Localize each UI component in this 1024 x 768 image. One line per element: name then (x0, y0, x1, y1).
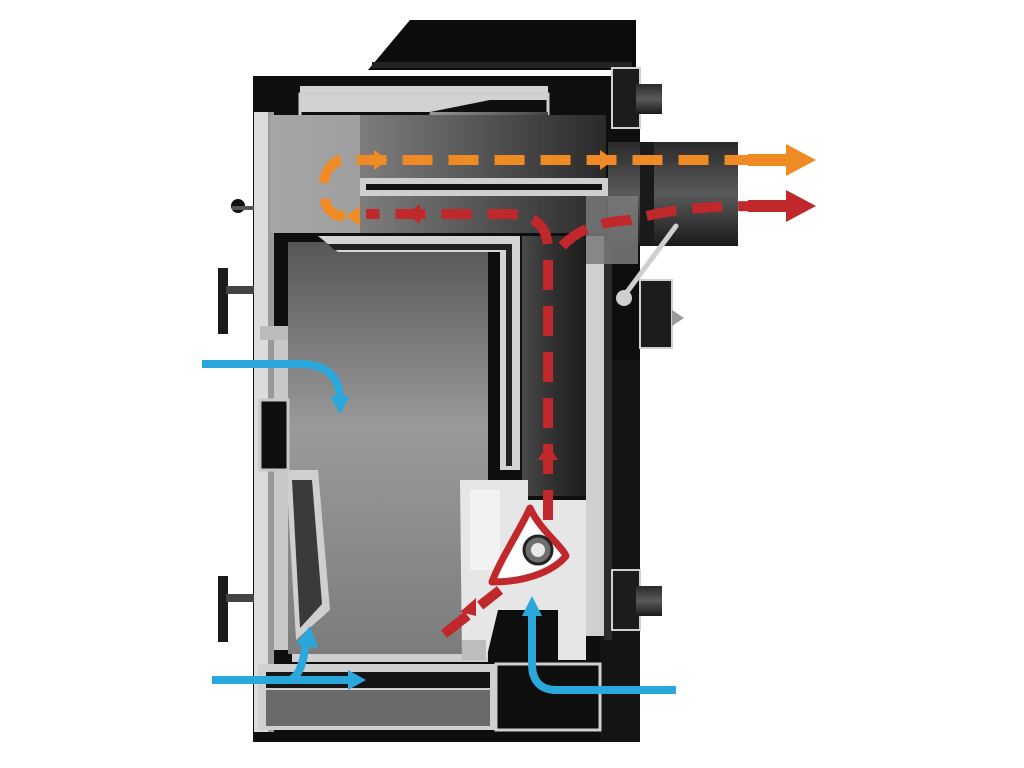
right-insulation-wall (586, 236, 604, 636)
vertical-flue-shaft (522, 236, 588, 496)
lower-side-pipe (636, 586, 662, 616)
flue-gas-primary-arrow-out (786, 144, 816, 176)
hopper-lid (368, 20, 636, 70)
hopper-lid-gap (372, 62, 632, 68)
right-inner-wall (604, 240, 612, 640)
flue-gas-secondary-arrow-out (786, 190, 816, 222)
flue-gas-primary-arrow-left (346, 206, 360, 226)
burner-block-shadow (462, 640, 486, 660)
flue-gas-primary-path (318, 155, 760, 221)
door-handle-icon (218, 199, 254, 642)
fan-icon (488, 504, 570, 586)
middle-baffle-dark (366, 184, 602, 190)
upper-side-fitting (611, 67, 641, 129)
left-wall-detail (260, 326, 288, 340)
flue-gas-secondary-arrow-up (538, 444, 558, 460)
flue-gas-secondary-arrow-left (406, 204, 420, 224)
flue-pipe-upper-junction (586, 196, 638, 264)
boiler-body (218, 20, 738, 742)
bottom-right-base (494, 662, 602, 732)
flue-gas-secondary-out-stem (748, 200, 790, 212)
burner-block-slot (470, 490, 500, 570)
left-wall-inner (274, 330, 288, 650)
air-inlet-lower-flow (212, 626, 366, 690)
flue-gas-primary-flow (318, 144, 816, 226)
upper-side-pipe (636, 84, 662, 114)
upper-flue-chamber-light (270, 115, 360, 233)
grate-base (292, 654, 488, 662)
ash-pan (266, 690, 490, 726)
flue-gas-primary-out-stem (748, 154, 790, 166)
flue-gas-primary-arrow-mid-1 (374, 150, 388, 170)
flow-arrows (202, 144, 816, 694)
air-inlet-bottom-right-flow (522, 596, 676, 694)
loading-gate-dark (292, 480, 322, 628)
flue-gas-secondary-flow (366, 190, 816, 638)
left-wall-detail-2 (258, 398, 290, 472)
flue-gas-secondary-path-main (366, 209, 553, 638)
lower-side-fitting (611, 569, 641, 631)
flue-gas-primary-arrow-mid-2 (600, 150, 614, 170)
flue-gas-secondary-arrow-inlet (460, 598, 476, 616)
flue-damper-icon (616, 223, 684, 349)
flue-gas-secondary-path-outlet (558, 201, 761, 250)
air-inlet-upper-flow (202, 360, 350, 414)
